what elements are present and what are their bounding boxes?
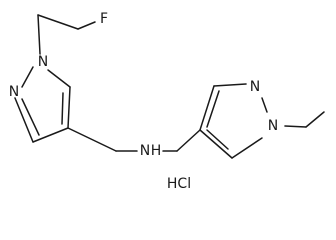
bond-n1-c5-right bbox=[231, 137, 263, 159]
chemical-structure-diagram: F N N N H N N HCl bbox=[9, 11, 325, 192]
bond-c4-c3-right bbox=[199, 85, 215, 131]
bond-c3-n2-right bbox=[213, 83, 247, 87]
bond-ch2-n1-left bbox=[37, 14, 41, 55]
bond-n1-c5-left bbox=[47, 69, 71, 88]
bond-c3-n2-left-inner bbox=[21, 98, 40, 136]
left-pyrazole-n1-label: N bbox=[38, 54, 48, 70]
bond-c5-c4-left-inner bbox=[61, 92, 64, 125]
bond-c4-ch2-left bbox=[67, 127, 117, 152]
hydrochloride-salt-label: HCl bbox=[167, 176, 191, 192]
bond-n2-n1-right bbox=[261, 97, 268, 113]
bond-c3-n2-left bbox=[14, 97, 34, 143]
bond-ch2-ch2 bbox=[37, 14, 79, 30]
fluorine-atom-label: F bbox=[100, 11, 108, 27]
secondary-amine-n-label: N bbox=[140, 143, 150, 159]
right-pyrazole-n1-label: N bbox=[268, 118, 278, 134]
bond-n1-ch2-right bbox=[284, 125, 307, 128]
bond-ch2-ch3-right bbox=[305, 111, 325, 128]
bond-c4-c3-right-inner bbox=[206, 90, 220, 128]
secondary-amine-h-label: H bbox=[151, 143, 162, 159]
left-pyrazole-n2-label: N bbox=[9, 84, 19, 100]
bond-n2-n1-left bbox=[21, 66, 34, 88]
bond-f-ch2 bbox=[77, 21, 96, 30]
bond-c5-c4-left bbox=[67, 86, 71, 129]
bond-ch2-c4-right bbox=[176, 129, 201, 152]
bond-c4-c3-left bbox=[32, 127, 69, 143]
bond-c5-c4-right-inner bbox=[206, 129, 229, 150]
bond-c5-c4-right bbox=[199, 129, 233, 159]
right-pyrazole-n2-label: N bbox=[250, 79, 260, 95]
